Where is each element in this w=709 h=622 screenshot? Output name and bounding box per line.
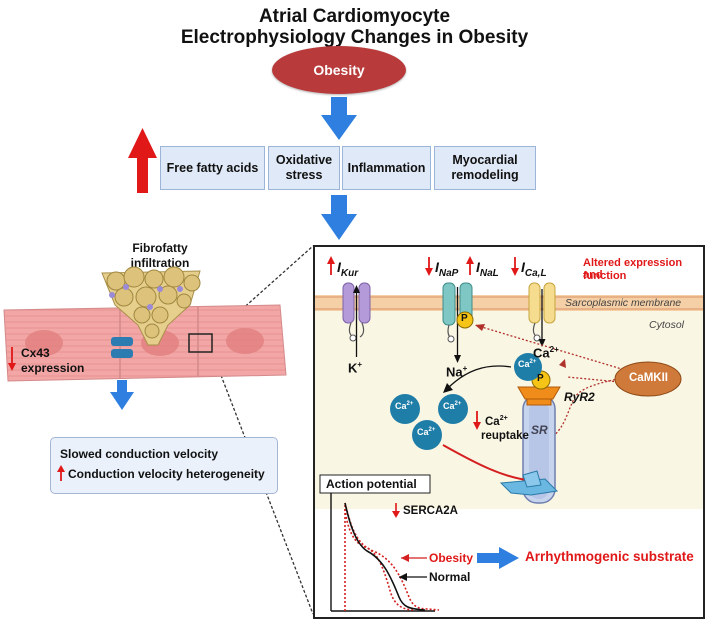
altered-expression-label-2: function (583, 270, 627, 282)
ryr2-label: RyR2 (564, 390, 595, 404)
arrhythmogenic-label: Arrhythmogenic substrate (525, 549, 694, 564)
camkii-label: CaMKII (629, 372, 668, 384)
down-arrow-2-icon (321, 195, 357, 240)
factor-oxidative-stress: Oxidative stress (268, 146, 340, 190)
factor-inflammation: Inflammation (342, 146, 431, 190)
sarcoplasmic-membrane-label: Sarcoplasmic membrane (565, 297, 682, 309)
conduction-line-1: Slowed conduction velocity (60, 447, 219, 461)
down-arrow-1-icon (321, 97, 357, 140)
arrhythmogenic-arrow-icon (477, 547, 519, 569)
obesity-node: Obesity (272, 46, 406, 94)
nal-increase-arrow-icon (466, 256, 474, 275)
ap-normal-trace (344, 502, 426, 611)
ca-channel-icon (528, 282, 556, 347)
fibrofatty-label-1: Fibrofatty (132, 241, 188, 255)
k-ion-label: K+ (348, 360, 363, 376)
cytosol-label: Cytosol (649, 319, 685, 331)
obesity-legend-label: Obesity (429, 551, 474, 565)
conduction-box: Slowed conduction velocity Conduction ve… (50, 437, 278, 494)
cx43-label-2: expression (21, 361, 85, 375)
cx43-decrease-arrow-icon (8, 347, 16, 371)
ap-obesity-trace (344, 502, 440, 611)
title-line-1: Atrial Cardiomyocyte (258, 6, 451, 27)
conduction-line-2: Conduction velocity heterogeneity (68, 467, 265, 481)
ca-ion-ryr: Ca2+ (518, 359, 537, 369)
inap-label: INaP (435, 259, 459, 279)
serca-label: SERCA2A (403, 505, 458, 517)
increase-arrow-icon (128, 128, 157, 193)
normal-legend-label: Normal (429, 570, 471, 584)
k-channel-icon (342, 282, 371, 357)
ca-ion-1: Ca2+ (395, 401, 414, 411)
serca-icon (499, 470, 559, 496)
ikur-label: IKur (337, 259, 359, 279)
ca-ion-2: Ca2+ (443, 401, 462, 411)
factor-free-fatty-acids: Free fatty acids (160, 146, 265, 190)
reuptake-decrease-arrow-icon (473, 411, 481, 430)
ca-ion-3: Ca2+ (417, 427, 436, 437)
heterogeneity-increase-arrow-icon (57, 465, 65, 481)
ical-label: ICa,L (521, 259, 547, 279)
nap-decrease-arrow-icon (425, 257, 433, 276)
ca-reuptake-label-2: reuptake (481, 430, 529, 442)
fibrofatty-label-2: infiltration (130, 256, 190, 270)
title-line-2: Electrophysiology Changes in Obesity (180, 27, 529, 48)
phospho-na-label: P (461, 313, 468, 324)
gap-junction-icon (111, 337, 133, 358)
kur-increase-arrow-icon (327, 256, 335, 275)
cardiomyocyte-illustration (3, 266, 287, 410)
factor-myocardial-remodeling: Myocardial remodeling (434, 146, 536, 190)
cal-decrease-arrow-icon (511, 257, 519, 276)
inal-label: INaL (476, 259, 499, 279)
fat-cluster-icon (101, 266, 201, 346)
cx43-label-1: Cx43 (21, 346, 50, 360)
na-ion-label: Na+ (446, 364, 468, 380)
altered-expression-label-1: Altered expression and (583, 257, 683, 281)
phospho-ryr-label: P (537, 373, 544, 384)
zoom-box (188, 333, 213, 353)
down-arrow-3-icon (110, 380, 134, 410)
ca-reuptake-label-1: Ca2+ (485, 415, 508, 428)
action-potential-label: Action potential (326, 477, 417, 491)
panel-drawing (315, 256, 703, 612)
serca-decrease-arrow-icon (392, 503, 400, 518)
ca-ion-label: Ca2+ (533, 345, 559, 361)
cardiomyocyte-detail-panel: IKur INaP INaL ICa,L Altered expression … (313, 245, 705, 619)
sr-label: SR (531, 423, 548, 437)
na-channel-icon (442, 282, 474, 363)
